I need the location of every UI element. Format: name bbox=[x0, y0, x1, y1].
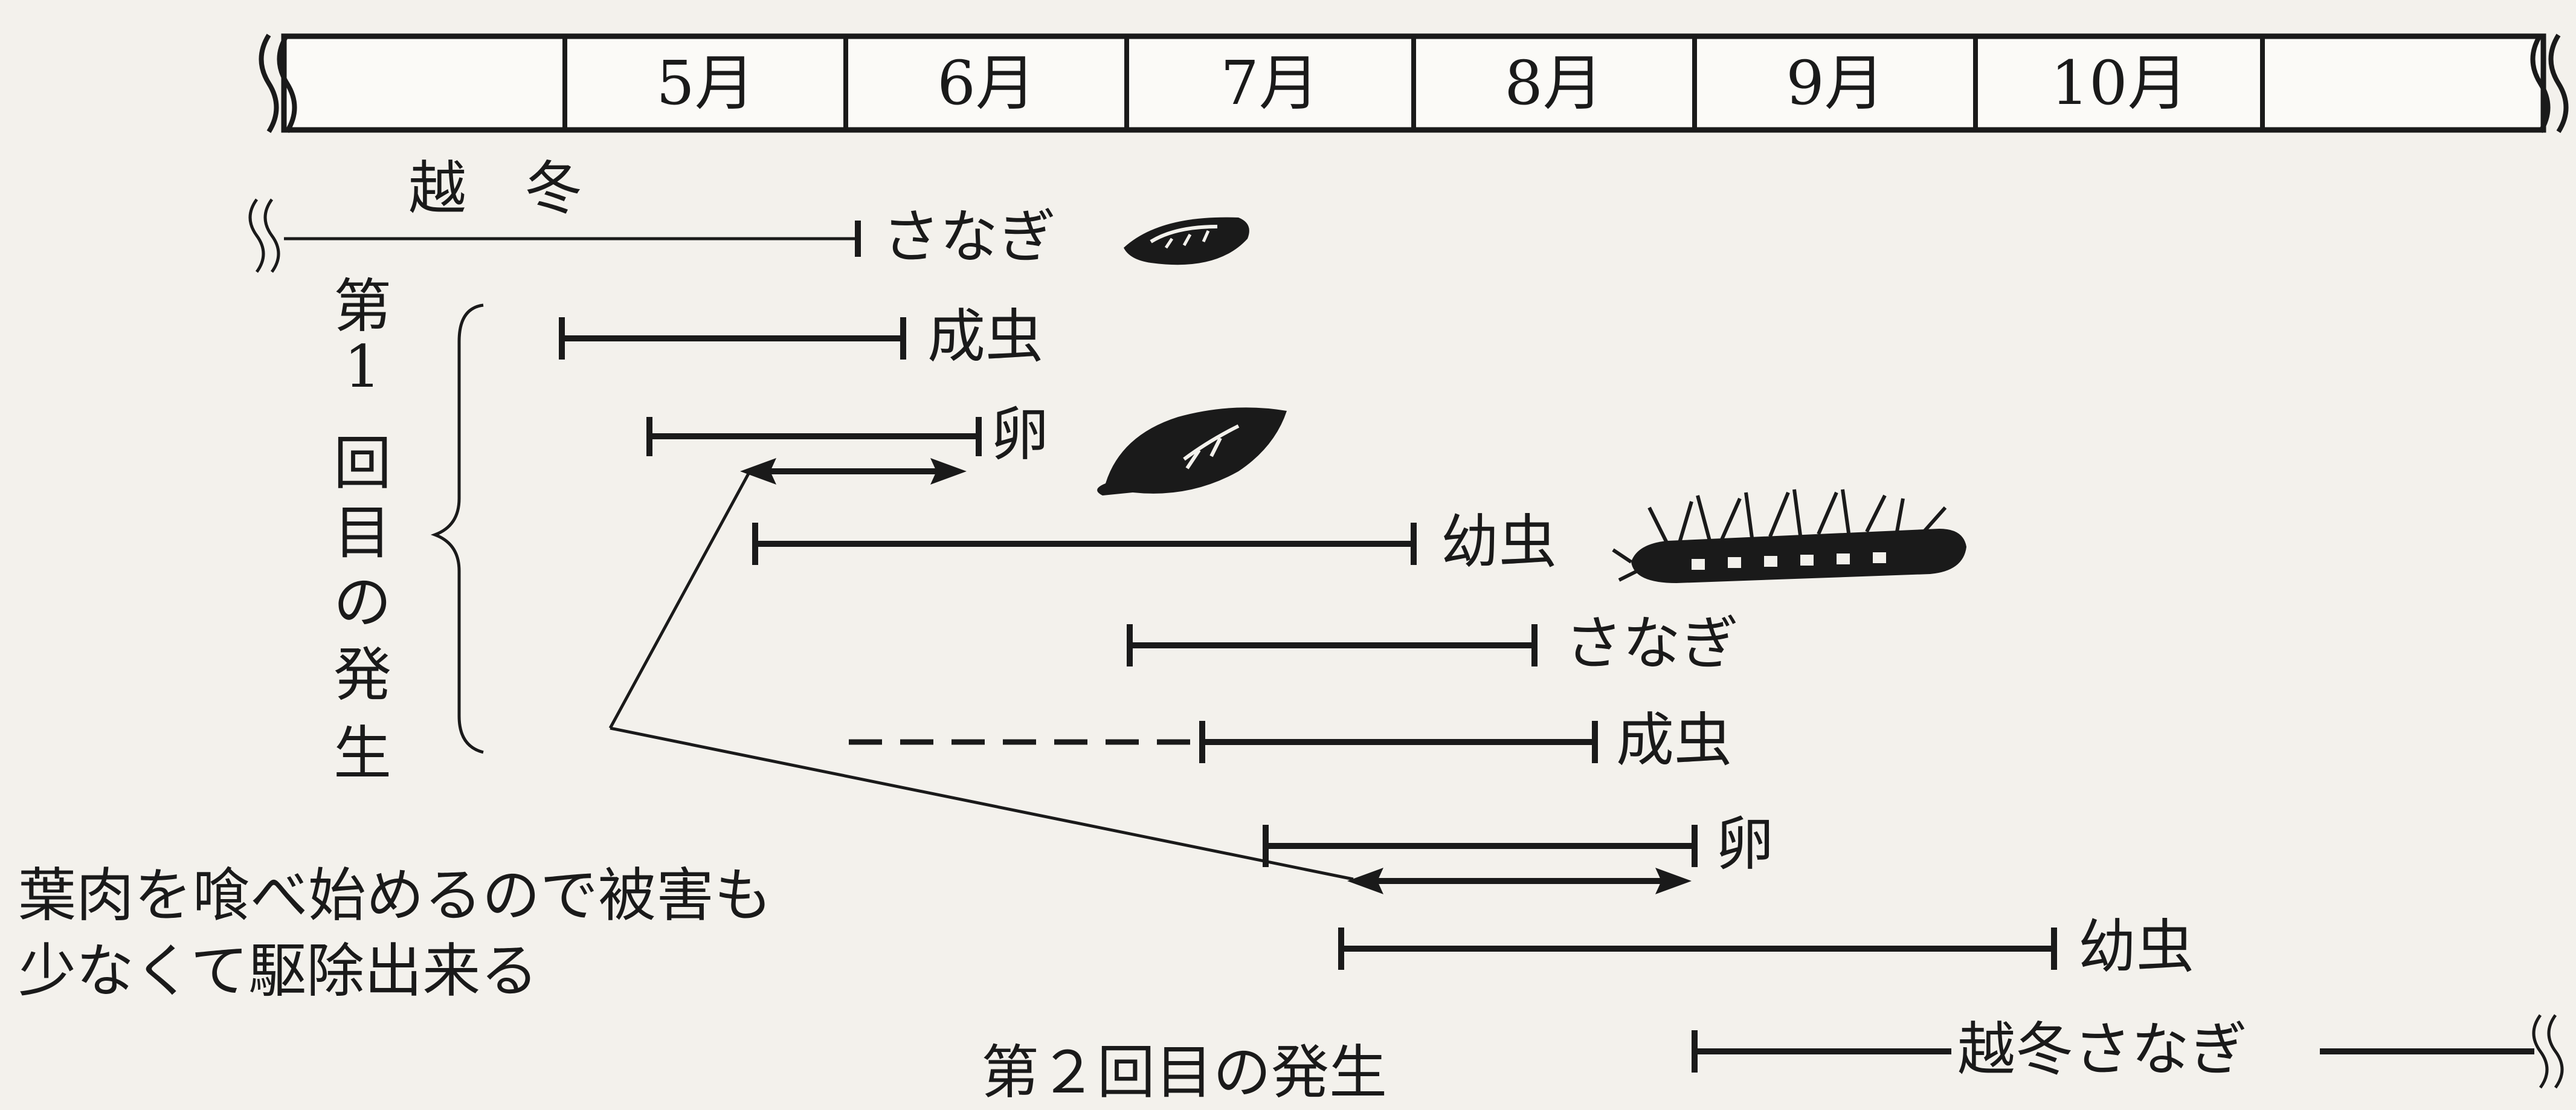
month-header: 5月 6月 7月 8月 9月 10月 bbox=[259, 33, 2569, 134]
first-generation-bars: 成虫 卵 幼虫 bbox=[559, 303, 1966, 677]
arrow-head-right bbox=[1655, 868, 1692, 894]
break-mark-bottom bbox=[2547, 1014, 2564, 1089]
break-mark-overwinter bbox=[263, 198, 280, 273]
larva-label-1: 幼虫 bbox=[1441, 508, 1557, 576]
larva-label-2: 幼虫 bbox=[2078, 913, 2194, 981]
arrow-head-left bbox=[740, 458, 776, 485]
overwinter-label: 越 冬 bbox=[408, 155, 582, 222]
adult-label-1: 成虫 bbox=[927, 303, 1043, 370]
month-label-august: 8月 bbox=[1504, 48, 1603, 118]
vertical-char: 生 bbox=[333, 720, 391, 787]
adult-label-2: 成虫 bbox=[1616, 706, 1732, 774]
egg-leaf-icon bbox=[1097, 407, 1287, 495]
month-label-may: 5月 bbox=[656, 48, 755, 118]
pupa-label-1: さなぎ bbox=[1565, 610, 1739, 677]
vertical-char: の bbox=[333, 569, 391, 636]
second-generation-bars: 成虫 卵 幼虫 越冬さなぎ bbox=[849, 706, 2564, 1089]
month-label-october: 10月 bbox=[2050, 48, 2188, 118]
generation-brace bbox=[430, 303, 484, 754]
vertical-char: 1 bbox=[344, 333, 381, 401]
break-mark-left bbox=[259, 33, 279, 134]
pupa-label: さなぎ bbox=[882, 203, 1056, 271]
second-generation-label: 第２回目の発生 bbox=[981, 1039, 1387, 1106]
break-mark-bottom bbox=[2532, 1014, 2549, 1089]
caterpillar-icon bbox=[1612, 489, 1966, 583]
break-mark-right bbox=[2530, 33, 2551, 134]
month-label-july: 7月 bbox=[1220, 48, 1319, 118]
vertical-char: 目 bbox=[333, 499, 391, 567]
break-mark-right bbox=[2548, 33, 2569, 134]
annotation-line-2: 少なくて駆除出来る bbox=[18, 937, 538, 1005]
egg-label-2: 卵 bbox=[1716, 810, 1774, 878]
arrow-head-left bbox=[1347, 868, 1383, 894]
annotation-pointer-1 bbox=[608, 471, 751, 729]
break-mark-overwinter bbox=[248, 198, 265, 273]
annotation-pointer-2 bbox=[610, 726, 1354, 881]
month-label-june: 6月 bbox=[937, 48, 1036, 118]
arrow-head-right bbox=[930, 458, 967, 485]
vertical-char: 第 bbox=[333, 273, 391, 340]
break-mark-left bbox=[277, 33, 297, 134]
pupa-leaf-icon bbox=[1124, 217, 1249, 265]
vertical-char: 発 bbox=[333, 641, 391, 709]
first-generation-label: 第 1 回 目 の 発 生 bbox=[333, 273, 484, 787]
overwinter-row: 越 冬 さなぎ bbox=[248, 155, 1249, 273]
egg-label-1: 卵 bbox=[991, 401, 1049, 468]
annotation-line-1: 葉肉を喰べ始めるので被害も bbox=[18, 862, 772, 929]
month-label-september: 9月 bbox=[1786, 48, 1885, 118]
overwinter-pupa-label: 越冬さなぎ bbox=[1957, 1016, 2247, 1083]
vertical-char: 回 bbox=[333, 430, 391, 497]
